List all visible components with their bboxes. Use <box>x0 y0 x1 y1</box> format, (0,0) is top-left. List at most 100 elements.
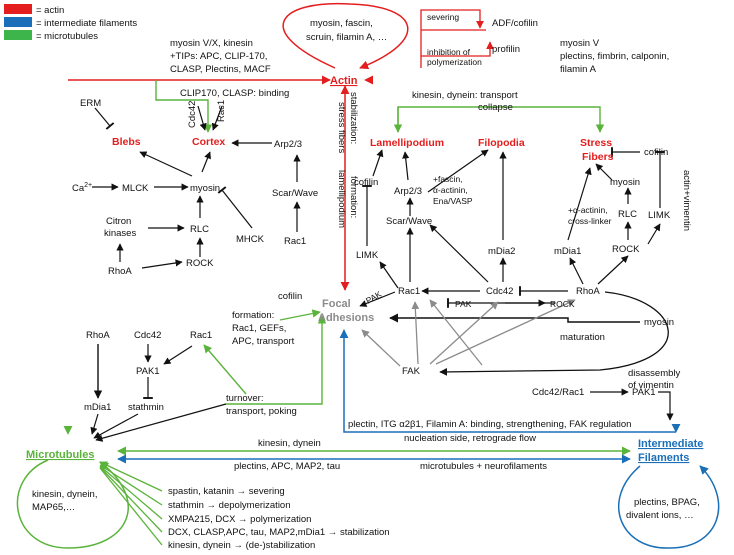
edge-profilin <box>421 41 494 57</box>
edge-rac1-turnover <box>203 344 247 395</box>
myosin-bottom-node: myosin <box>644 317 674 328</box>
adf-cofilin-label: ADF/cofilin <box>492 18 538 29</box>
if-loop-line2: divalent ions, … <box>626 510 694 521</box>
myosin-v-label1: myosin V <box>560 38 600 49</box>
edge-rac1-pak-focal <box>359 291 396 307</box>
edge-fak-rhoa <box>435 299 576 365</box>
stabilization-vertical: stabilization: <box>348 92 359 144</box>
stress-fibers-line1: Stress <box>580 137 612 149</box>
cortex-label: Cortex <box>192 136 225 148</box>
alpha-actinin-line1: +α-actinin, <box>568 205 608 215</box>
severing-label: severing <box>427 12 459 22</box>
myosin-v-label3: filamin A <box>560 64 597 75</box>
stress-fibers-vertical: stress fibers <box>336 102 347 153</box>
edge-rac1-pak1 <box>163 345 193 365</box>
calcium-superscript: 2+ <box>84 182 92 189</box>
bottom-polymerization: XMPA215, DCX → polymerization <box>168 514 311 525</box>
legend-label-intermediate-filaments: = intermediate filaments <box>36 18 137 29</box>
myosin-mid-node: myosin <box>190 183 220 194</box>
edge-turnover-mt <box>95 403 227 442</box>
rac1-left-node: Rac1 <box>284 236 306 247</box>
rock-small-node: ROCK <box>550 299 575 309</box>
edge-destab-mt <box>99 467 163 546</box>
citron-node-line2: kinases <box>104 228 136 239</box>
mt-neurofilaments-label: microtubules + neurofilaments <box>420 461 547 472</box>
edge-mdia1-mt <box>90 413 99 435</box>
fascin-line2: α-actinin, <box>433 185 468 195</box>
stress-fibers-line2: Fibers <box>582 151 614 163</box>
mt-loop-line1: kinesin, dynein, <box>32 489 97 500</box>
mhck-node: MHCK <box>236 234 265 245</box>
rac1-top-node: Rac1 <box>216 100 227 122</box>
edge-rhoa-mdia1 <box>569 257 584 285</box>
rac1-bl-node: Rac1 <box>190 330 212 341</box>
formation-fa-line3: APC, transport <box>232 336 295 347</box>
edge-rock-limk <box>647 223 661 245</box>
edge-fak-focal <box>361 329 401 367</box>
edge-myosin-cortex <box>201 151 211 173</box>
cofilin-mid-node: cofilin <box>354 177 378 188</box>
cdc42-top-node: Cdc42 <box>187 101 198 128</box>
edge-fak-cdc42-left <box>429 299 483 366</box>
actin-self-loop <box>282 2 409 70</box>
if-loop-line1: plectins, BPAG, <box>634 497 700 508</box>
profilin-label: profilin <box>492 44 520 55</box>
edge-stab-mt <box>99 466 163 533</box>
cofilin-right-node: cofilin <box>644 147 668 158</box>
edge-stathmin-mt <box>93 413 139 439</box>
inhibition-label1: inhibition of <box>427 47 471 57</box>
alpha-actinin-line2: cross-linker <box>568 216 612 226</box>
inhibition-label2: polymerization <box>427 57 482 67</box>
microtubules-hub: Microtubules <box>26 449 94 461</box>
legend-swatch-microtubules <box>4 30 32 40</box>
mt-loop-line2: MAP65,… <box>32 502 75 513</box>
mlck-node: MLCK <box>122 183 149 194</box>
lamellipodium-vertical: lamellipodium <box>336 170 347 228</box>
cdc42rac1-node: Cdc42/Rac1 <box>532 387 584 398</box>
labels: Actin Microtubules Intermediate Filament… <box>26 12 703 551</box>
arp23-mid-node: Arp2/3 <box>394 186 422 197</box>
disassembly-line2: of vimentin <box>628 380 674 391</box>
edge-arp23-filopodia <box>427 149 489 193</box>
formation-vertical: formation: <box>348 176 359 218</box>
edge-myosin-stress <box>595 163 613 181</box>
myosin-v-label2: plectins, fimbrin, calponin, <box>560 51 669 62</box>
maturation-label: maturation <box>560 332 605 343</box>
collapse-label: collapse <box>478 102 513 113</box>
cofilin-fa-node: cofilin <box>278 291 302 302</box>
edge-if-focal <box>339 329 676 433</box>
edge-fak-cdc42 <box>429 301 499 365</box>
bottom-depolymerization: stathmin → depolymerization <box>168 500 291 511</box>
if-hub-line1: Intermediate <box>638 438 703 450</box>
rhoa-left-node: RhoA <box>108 266 132 277</box>
disassembly-line1: disassembly <box>628 368 681 379</box>
mdia1-right-node: mDia1 <box>554 246 581 257</box>
myosin-right-node: myosin <box>610 177 640 188</box>
edge-rac1-limk <box>379 261 399 289</box>
legend-swatch-actin <box>4 4 32 14</box>
edge-cdc42-cortex <box>197 105 207 131</box>
fascin-line1: +fascin, <box>433 174 463 184</box>
edges <box>16 2 720 549</box>
plectin-label: plectin, ITG α2β1, Filamin A: binding, s… <box>348 419 631 430</box>
edge-adf-cofilin <box>420 9 484 68</box>
if-hub-line2: Filaments <box>638 452 689 464</box>
edge-severing-mt <box>99 461 163 492</box>
arp23-left-node: Arp2/3 <box>274 139 302 150</box>
bottom-severing: spastin, katanin → severing <box>168 486 285 497</box>
edge-rhoa-fak-loop <box>439 291 669 376</box>
edge-rac1-cortex <box>211 105 223 131</box>
edge-erm-blebs <box>94 107 115 130</box>
legend-swatch-intermediate-filaments <box>4 17 32 27</box>
bottom-destabilization: kinesin, dynein → (de-)stabilization <box>168 540 315 551</box>
edge-cdc42-scar <box>429 224 489 283</box>
actin-loop-text2: scruin, filamin A, … <box>306 32 387 43</box>
kinesin-dynein-label: kinesin, dynein <box>258 438 321 449</box>
mdia1-bl-node: mDia1 <box>84 402 111 413</box>
nucleation-label: nucleation side, retrograde flow <box>404 433 536 444</box>
stathmin-node: stathmin <box>128 402 164 413</box>
calcium-node: Ca2+ <box>72 182 92 194</box>
bottom-stabilization: DCX, CLASP,APC, tau, MAP2,mDia1 → stabil… <box>168 527 390 538</box>
erm-node: ERM <box>80 98 101 109</box>
